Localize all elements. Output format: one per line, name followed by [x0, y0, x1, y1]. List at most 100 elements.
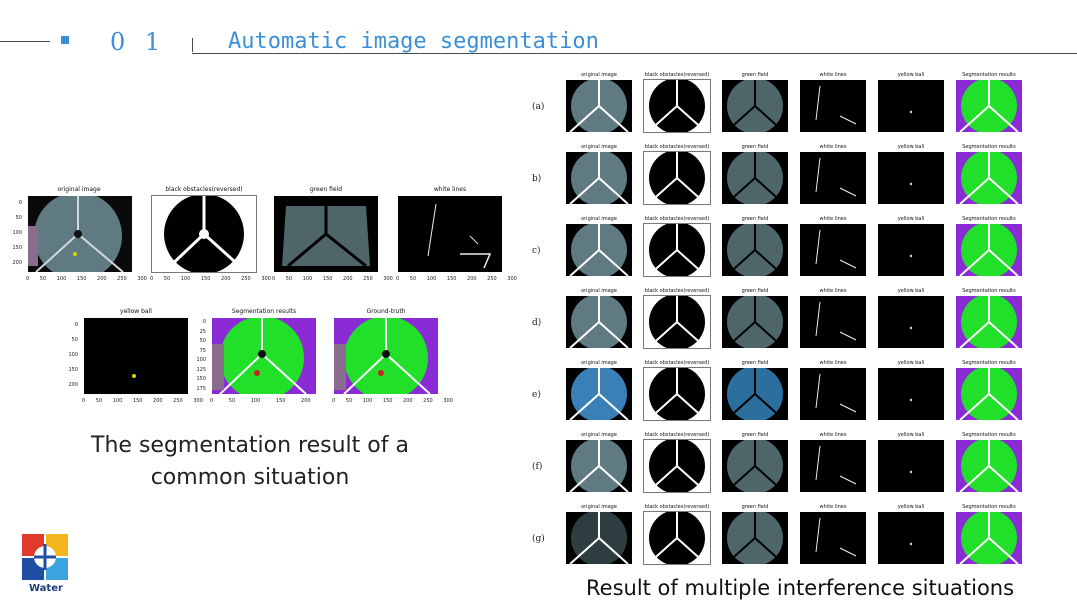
cell-art	[647, 152, 707, 204]
cell-title: Segmentation results	[962, 288, 1016, 294]
y-tick: 150	[12, 245, 22, 251]
x-tick: 250	[173, 398, 183, 404]
cell-art	[815, 85, 857, 125]
cell-art	[909, 542, 913, 546]
x-ticks: 0 50 100 150 200 250 300	[332, 398, 453, 404]
cell-image	[566, 296, 632, 348]
x-tick: 300	[507, 276, 517, 282]
cell-image	[956, 80, 1022, 132]
cell-title: white lines	[819, 216, 847, 222]
white-lines-art	[427, 203, 492, 269]
white-lines-image	[398, 196, 502, 272]
cell-title: yellow ball	[897, 504, 925, 510]
cell-image	[878, 224, 944, 276]
cell-image	[722, 80, 788, 132]
cell-art	[725, 296, 785, 348]
cell-art	[959, 296, 1019, 348]
cell-title: white lines	[819, 504, 847, 510]
ground-truth-image	[334, 318, 438, 394]
section-title: Automatic image segmentation	[228, 29, 599, 54]
cell-art	[647, 440, 707, 492]
y-tick: 200	[12, 260, 22, 266]
y-tick: 0	[74, 322, 78, 328]
cell-image	[956, 152, 1022, 204]
y-tick: 0	[202, 319, 206, 325]
left-panel-yellow-ball: yellow ball 0 50 100 150 200 0 50 100 15…	[68, 308, 202, 412]
x-tick: 0	[396, 276, 400, 282]
y-tick: 100	[68, 352, 78, 358]
yellow-ball-image	[84, 318, 188, 394]
cell-title: white lines	[819, 144, 847, 150]
cell-title: Segmentation results	[962, 360, 1016, 366]
x-tick: 0	[26, 276, 30, 282]
section-number: 0 1	[110, 28, 167, 56]
cell-image	[644, 296, 710, 348]
cell-art	[815, 229, 857, 269]
cell-title: original image	[581, 360, 617, 366]
ground-truth-art	[334, 318, 431, 394]
row-label: (f)	[532, 462, 543, 472]
x-tick: 200	[97, 276, 107, 282]
x-tick: 300	[443, 398, 453, 404]
cell-image	[800, 224, 866, 276]
cell-image	[644, 440, 710, 492]
cell-image	[956, 224, 1022, 276]
x-tick: 300	[193, 398, 203, 404]
cell-image	[800, 296, 866, 348]
left-figure-caption: The segmentation result of a common situ…	[91, 433, 409, 490]
segmentation-results-image	[212, 318, 316, 394]
cell-title: original image	[581, 216, 617, 222]
cell-title: green field	[741, 504, 769, 510]
cell-title: Segmentation results	[962, 216, 1016, 222]
cell-image	[800, 368, 866, 420]
cell-image	[722, 440, 788, 492]
y-tick: 175	[196, 385, 206, 392]
y-tick: 150	[68, 367, 78, 373]
cell-art	[909, 398, 913, 402]
logo-art	[22, 534, 68, 580]
cell-image	[800, 512, 866, 564]
cell-art	[959, 440, 1019, 492]
cell-title: original image	[581, 504, 617, 510]
left-panel-segmentation-results: Segmentation results 0 25 50 75 100 125 …	[196, 308, 320, 412]
cell-title: yellow ball	[897, 72, 925, 78]
cell-image	[566, 368, 632, 420]
green-field-art	[282, 206, 370, 268]
x-tick: 50	[39, 276, 47, 282]
x-tick: 150	[275, 398, 286, 404]
x-tick: 100	[426, 276, 437, 282]
cell-image	[722, 224, 788, 276]
x-ticks: 0 50 100 150 200 250 300	[150, 276, 271, 282]
cell-title: green field	[741, 288, 769, 294]
y-tick: 100	[196, 357, 206, 363]
cell-image	[878, 368, 944, 420]
y-tick: 0	[18, 200, 22, 206]
cell-art	[569, 224, 629, 276]
cell-image	[644, 152, 710, 204]
y-tick: 25	[199, 328, 206, 335]
row-label: (g)	[532, 534, 545, 544]
row-label: c)	[532, 246, 541, 256]
cell-art	[569, 368, 629, 420]
cell-title: black obstacles(reversed)	[644, 504, 710, 510]
x-tick: 200	[403, 398, 413, 404]
y-tick: 50	[199, 338, 206, 344]
x-tick: 150	[446, 276, 457, 282]
cell-art	[725, 80, 785, 132]
cell-title: green field	[741, 144, 769, 150]
y-tick: 200	[68, 382, 78, 388]
cell-image	[566, 512, 632, 564]
panel-title: original image	[57, 186, 101, 193]
cell-image	[956, 512, 1022, 564]
cell-art	[909, 470, 913, 474]
cell-image	[800, 80, 866, 132]
y-ticks: 0 25 50 75 100 125 150 175	[192, 318, 206, 394]
cell-image	[956, 296, 1022, 348]
cell-art	[569, 296, 629, 348]
cell-title: black obstacles(reversed)	[644, 216, 710, 222]
x-tick: 50	[285, 276, 293, 282]
x-tick: 150	[322, 276, 333, 282]
x-tick: 150	[200, 276, 211, 282]
cell-art	[815, 517, 857, 557]
logo-text: Water	[29, 583, 63, 594]
